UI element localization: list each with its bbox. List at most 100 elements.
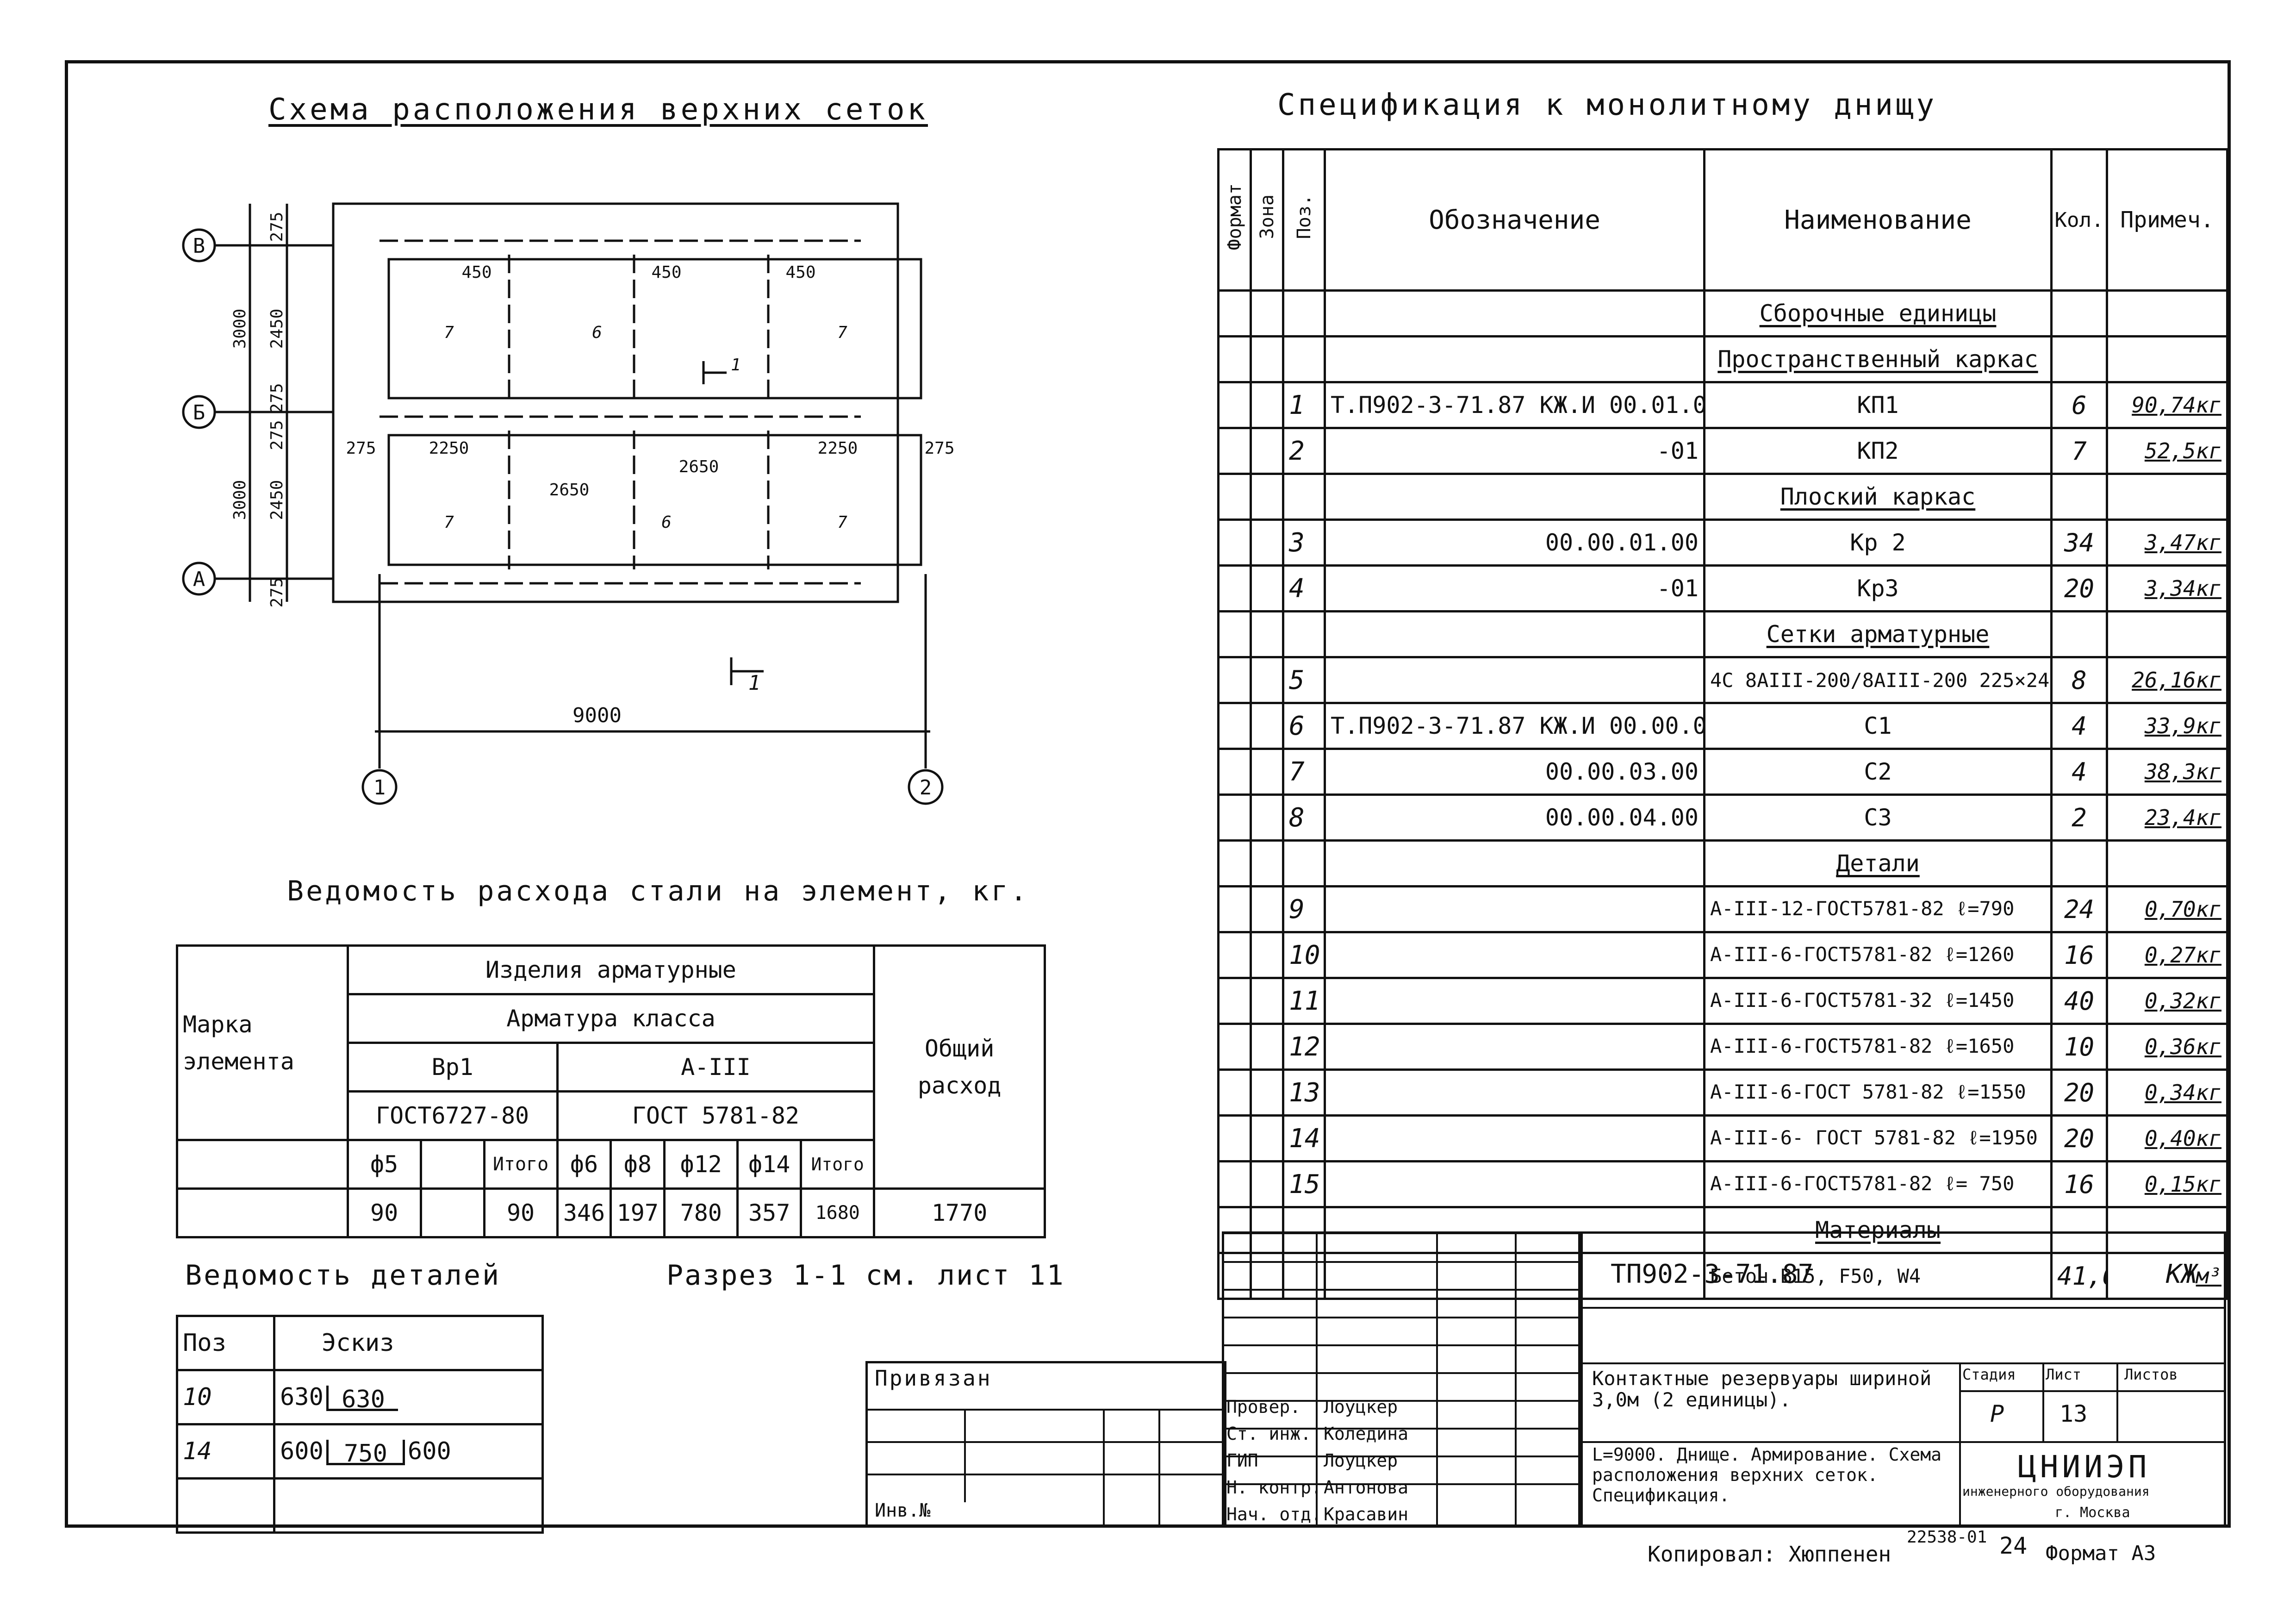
spec-pos-cell: 8 <box>1282 793 1326 842</box>
spec-zone-cell <box>1250 518 1284 567</box>
spec-designation-cell <box>1324 473 1705 521</box>
spec-note-cell: 26,16кг <box>2106 656 2228 704</box>
spec-pos-cell <box>1282 839 1326 887</box>
spec-qty-cell: 10 <box>2050 1023 2108 1071</box>
spec-designation-cell <box>1324 1068 1705 1117</box>
spec-format-cell <box>1217 977 1252 1025</box>
spec-pos-cell: 2 <box>1282 427 1326 475</box>
spec-pos-cell: 13 <box>1282 1068 1326 1117</box>
steel-class-b: А-III <box>556 1042 876 1093</box>
spec-name-cell: КП2 <box>1703 427 2053 475</box>
spec-note-cell <box>2106 839 2228 887</box>
steel-group-header: Изделия арматурные <box>346 944 876 995</box>
spec-section-row: Сетки арматурные <box>1217 610 2228 658</box>
mesh-row-bottom <box>387 434 922 566</box>
spec-zone-cell <box>1250 793 1284 842</box>
spec-qty-cell <box>2050 610 2108 658</box>
spec-name-cell: А-III-6-ГОСТ5781-82 ℓ=1260 <box>1703 931 2053 979</box>
details-hdr-sketch: Эскиз <box>273 1315 544 1371</box>
spec-designation-cell: Т.П902-3-71.87 КЖ.И 00.01.00.00 <box>1324 381 1705 429</box>
sheet-title: L=9000. Днище. Армирование. Схема распол… <box>1592 1444 1941 1505</box>
spec-designation-cell <box>1324 1206 1705 1254</box>
svg-text:2450: 2450 <box>268 309 286 349</box>
order-number: 22538-01 <box>1907 1528 1987 1547</box>
spec-qty-cell: 2 <box>2050 793 2108 842</box>
spec-format-cell <box>1217 748 1252 796</box>
steel-gost-b: ГОСТ 5781-82 <box>556 1090 876 1141</box>
spec-name-cell: Сборочные единицы <box>1703 289 2053 337</box>
svg-text:7: 7 <box>837 323 847 342</box>
sheets-label: Листов <box>2124 1366 2178 1383</box>
spec-designation-cell <box>1324 610 1705 658</box>
spec-note-cell <box>2106 289 2228 337</box>
svg-text:275: 275 <box>268 577 286 607</box>
org-name: ЦНИИЭП <box>2018 1449 2151 1485</box>
spec-row: 54С 8АIII-200/8АIII-200 225×245ГОСТ23279… <box>1217 656 2228 704</box>
spec-qty-cell: 7 <box>2050 427 2108 475</box>
spec-note-cell: м³ <box>2106 1252 2228 1300</box>
spec-designation-cell: -01 <box>1324 427 1705 475</box>
svg-text:2250: 2250 <box>429 439 469 458</box>
spec-zone-cell <box>1250 839 1284 887</box>
spec-name-cell: Бетон В15, F50, W4 <box>1703 1252 2053 1300</box>
svg-text:275: 275 <box>924 439 954 458</box>
svg-text:7: 7 <box>444 323 454 342</box>
mesh-row-top <box>387 258 922 400</box>
spec-pos-cell: 3 <box>1282 518 1326 567</box>
spec-zone-cell <box>1250 977 1284 1025</box>
spec-qty-cell <box>2050 839 2108 887</box>
axis-1-label: 1 <box>373 776 386 800</box>
spec-format-cell <box>1217 1160 1252 1208</box>
spec-qty-cell: 16 <box>2050 931 2108 979</box>
spec-format-cell <box>1217 427 1252 475</box>
spec-note-cell <box>2106 473 2228 521</box>
spec-zone-cell <box>1250 885 1284 933</box>
spec-format-cell <box>1217 702 1252 750</box>
spec-zone-cell <box>1250 931 1284 979</box>
svg-text:1: 1 <box>731 356 741 375</box>
spec-zone-cell <box>1250 335 1284 383</box>
spec-note-cell: 0,32кг <box>2106 977 2228 1025</box>
spec-note-cell <box>2106 610 2228 658</box>
spec-format-cell <box>1217 381 1252 429</box>
spec-section-row: Материалы <box>1217 1206 2228 1254</box>
spec-note-cell: 90,74кг <box>2106 381 2228 429</box>
spec-note-cell: 0,70кг <box>2106 885 2228 933</box>
spec-format-cell <box>1217 1114 1252 1162</box>
spec-designation-cell <box>1324 656 1705 704</box>
spec-designation-cell <box>1324 839 1705 887</box>
steel-mark-header: Марка элемента <box>176 944 349 1141</box>
spec-name-cell: А-III-6- ГОСТ 5781-82 ℓ=1950 <box>1703 1114 2053 1162</box>
spec-designation-cell <box>1324 977 1705 1025</box>
spec-format-cell <box>1217 335 1252 383</box>
spec-pos-cell <box>1282 1252 1326 1300</box>
spec-note-cell: 0,40кг <box>2106 1114 2228 1162</box>
page-number: 24 <box>1999 1532 2028 1559</box>
details-hdr-pos: Поз <box>176 1315 275 1371</box>
spec-zone-cell <box>1250 702 1284 750</box>
spec-name-cell: Сетки арматурные <box>1703 610 2053 658</box>
svg-text:275: 275 <box>268 420 286 450</box>
spec-section-row: Детали <box>1217 839 2228 887</box>
spec-format-cell <box>1217 564 1252 612</box>
svg-text:275: 275 <box>268 212 286 242</box>
spec-designation-cell <box>1324 931 1705 979</box>
spec-format-cell <box>1217 793 1252 842</box>
spec-qty-cell: 4 <box>2050 702 2108 750</box>
spec-qty-cell <box>2050 289 2108 337</box>
specification-table: Формат Зона Поз. Обозначение Наименовани… <box>1217 148 2228 1300</box>
spec-name-cell: Кр3 <box>1703 564 2053 612</box>
hdr-name: Наименование <box>1703 148 2053 292</box>
slab-outline <box>332 202 899 603</box>
spec-zone-cell <box>1250 1114 1284 1162</box>
spec-format-cell <box>1217 610 1252 658</box>
project-title: Контактные резервуары шириной 3,0м (2 ед… <box>1592 1367 1932 1411</box>
spec-designation-cell: Т.П902-3-71.87 КЖ.И 00.00.02.00 <box>1324 702 1705 750</box>
